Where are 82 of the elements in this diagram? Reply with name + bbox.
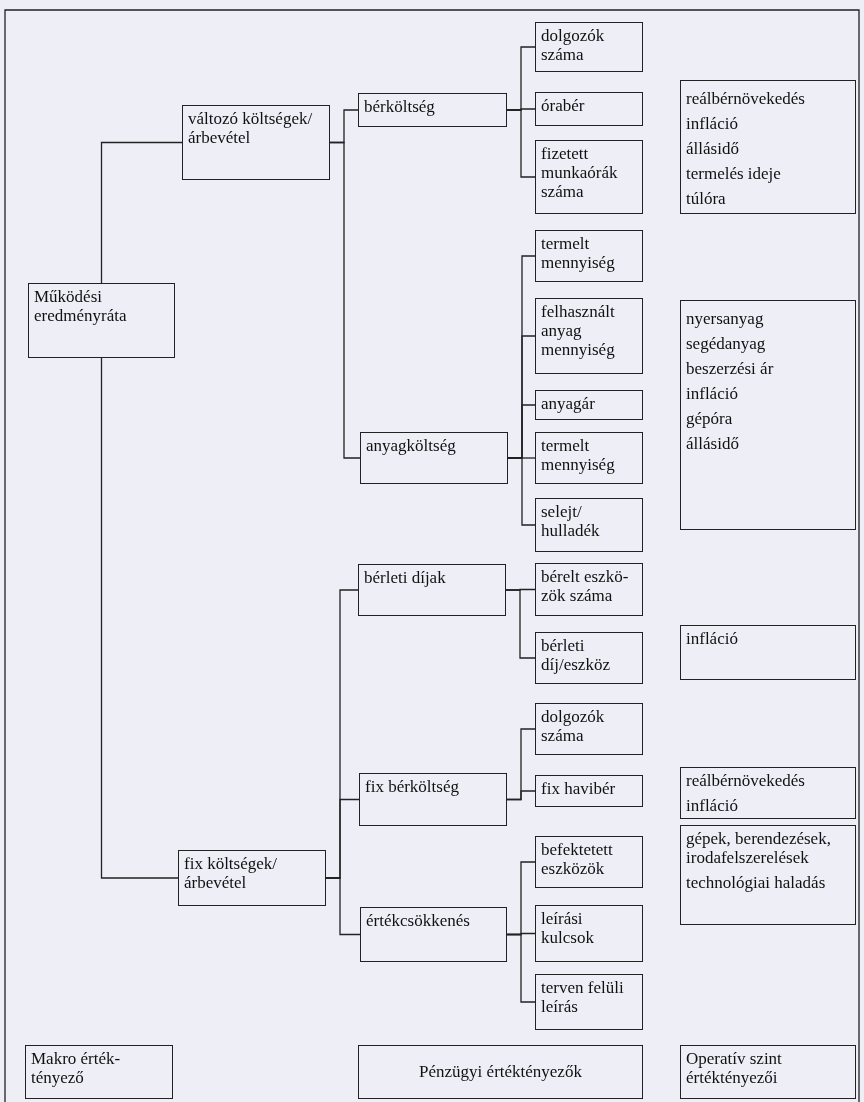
box-label: változó költségek/ árbevétel — [188, 109, 314, 148]
text-box — [535, 775, 643, 807]
box-label: termelt mennyiség — [541, 436, 616, 475]
connector-line — [506, 109, 536, 178]
text-box — [358, 1045, 643, 1099]
box-label: bérleti díj/eszköz — [541, 636, 611, 675]
text-box — [358, 93, 507, 127]
box-label: leírási kulcsok — [541, 909, 595, 948]
box-label: fix költségek/ árbevétel — [184, 854, 278, 893]
box-label: bérköltség — [364, 97, 436, 117]
connector-line — [325, 877, 361, 936]
connector-line — [100, 141, 183, 284]
text-box — [535, 905, 643, 962]
text-box — [680, 625, 856, 680]
box-label: fix bérköltség — [365, 777, 460, 797]
text-box — [25, 1045, 173, 1099]
box-label: Működési eredményráta — [34, 287, 128, 326]
connector-line — [506, 933, 536, 1003]
box-label: állásidő — [686, 434, 740, 454]
text-box — [535, 230, 643, 282]
connector-line — [506, 790, 536, 801]
text-box — [680, 80, 856, 214]
box-label: gépek, berendezések, irodafelszerelések — [686, 829, 832, 868]
text-box — [535, 836, 643, 888]
text-box — [182, 105, 330, 180]
box-label: nyersanyag — [686, 309, 765, 329]
box-label: termelt mennyiség — [541, 234, 616, 273]
box-label: infláció — [686, 629, 739, 649]
box-label: állásidő — [686, 139, 740, 159]
text-box — [535, 974, 643, 1030]
text-box — [535, 390, 643, 420]
text-box — [535, 140, 643, 214]
box-label: segédanyag — [686, 334, 767, 354]
box-label: túlóra — [686, 189, 727, 209]
text-box — [680, 767, 856, 819]
text-box — [358, 564, 506, 616]
text-box — [535, 703, 643, 755]
box-label: gépóra — [686, 409, 734, 429]
box-label: Pénzügyi értéktényezők — [419, 1062, 582, 1082]
box-label: infláció — [686, 114, 739, 134]
connector-line — [505, 589, 536, 659]
box-label: bérleti díjak — [364, 568, 447, 588]
box-label: beszerzési ár — [686, 359, 775, 379]
text-box — [360, 432, 508, 484]
text-box — [535, 92, 643, 126]
text-box — [178, 850, 326, 906]
box-label: infláció — [686, 384, 739, 404]
box-label: termelés ideje — [686, 164, 782, 184]
text-box — [535, 22, 643, 72]
text-box — [535, 498, 643, 552]
box-label: Operatív szint értéktényezői — [686, 1049, 783, 1088]
text-box — [680, 300, 856, 530]
box-label: órabér — [541, 96, 586, 116]
text-box — [535, 563, 643, 616]
text-box — [535, 632, 643, 684]
box-label: Makro érték- tényező — [31, 1049, 122, 1088]
box-label: infláció — [686, 796, 739, 816]
connector-line — [329, 141, 361, 459]
text-box — [535, 432, 643, 484]
connector-line — [100, 357, 179, 879]
text-box — [359, 773, 507, 826]
box-label: terven felüli leírás — [541, 978, 625, 1017]
box-label: anyagköltség — [366, 436, 457, 456]
text-box — [535, 298, 643, 374]
text-box — [680, 825, 856, 925]
connector-line — [507, 457, 536, 526]
box-label: fix havibér — [541, 779, 617, 799]
text-box — [28, 283, 175, 358]
box-label: fizetett munkaórák száma — [541, 144, 619, 202]
box-label: bérelt eszkö- zök száma — [541, 567, 630, 606]
box-label: anyagár — [541, 394, 596, 414]
box-label: felhasznált anyag mennyiség — [541, 302, 616, 360]
box-label: technológiai haladás — [686, 873, 827, 893]
text-box — [360, 907, 507, 962]
box-label: reálbérnövekedés — [686, 89, 806, 109]
text-box — [680, 1045, 856, 1099]
box-label: reálbérnövekedés — [686, 771, 806, 791]
box-label: dolgozók száma — [541, 707, 606, 746]
box-label: dolgozók száma — [541, 26, 606, 65]
box-label: befektetett eszközök — [541, 840, 614, 879]
box-label: értékcsökkenés — [366, 911, 471, 931]
box-label: selejt/ hulladék — [541, 502, 601, 541]
